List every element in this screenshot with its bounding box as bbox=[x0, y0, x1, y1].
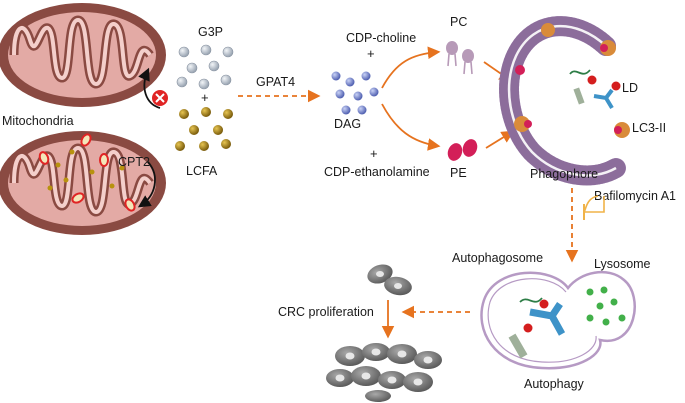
lcfa-molecules bbox=[175, 107, 233, 151]
cdp-choline-label: CDP-choline bbox=[346, 31, 416, 45]
lipid-droplet bbox=[611, 81, 621, 91]
crc-proliferation-label: CRC proliferation bbox=[278, 305, 374, 319]
pc-lipids bbox=[446, 41, 474, 75]
dag-label: DAG bbox=[334, 117, 361, 131]
plus-sign: + bbox=[201, 90, 209, 105]
curved-arrow-into-mitochondria bbox=[138, 67, 161, 109]
g3p-label: G3P bbox=[198, 25, 223, 39]
lysosome-label: Lysosome bbox=[594, 257, 651, 271]
lcfa-label: LCFA bbox=[186, 164, 218, 178]
arrow-to-pc bbox=[381, 46, 441, 89]
mitochondrion-bottom bbox=[0, 131, 166, 235]
inhibition-bar-icon bbox=[583, 195, 605, 220]
dag-molecules bbox=[331, 71, 379, 115]
arrow-pe-to-phagophore bbox=[485, 130, 515, 149]
pc-label: PC bbox=[450, 15, 467, 29]
many-cancer-cells bbox=[326, 343, 442, 402]
autolysosome bbox=[480, 271, 636, 370]
phagophore-label: Phagophore bbox=[530, 167, 598, 181]
plus-ethanolamine: + bbox=[370, 146, 378, 161]
pe-label: PE bbox=[450, 166, 467, 180]
autophagy-label: Autophagy bbox=[524, 377, 585, 391]
few-cancer-cells bbox=[367, 264, 412, 296]
g3p-molecules bbox=[176, 44, 234, 90]
bafilomycin-label: Bafilomycin A1 bbox=[594, 189, 676, 203]
arrow-to-pe bbox=[381, 103, 441, 151]
phagophore-cargo bbox=[569, 69, 621, 110]
mitochondria-label: Mitochondria bbox=[2, 114, 74, 128]
pe-lipids bbox=[447, 139, 478, 161]
gpat4-label: GPAT4 bbox=[256, 75, 295, 89]
cpt2-label: CPT2 bbox=[118, 155, 150, 169]
lc3-ii-label: LC3-II bbox=[632, 121, 666, 135]
curved-arrow-into-matrix bbox=[137, 161, 156, 208]
inhibit-x-icon bbox=[152, 90, 168, 106]
autophagosome-label: Autophagosome bbox=[452, 251, 543, 265]
phagophore-membrane bbox=[499, 16, 626, 186]
mitochondrion-top bbox=[0, 3, 166, 107]
ld-label: LD bbox=[622, 81, 638, 95]
plus-choline: + bbox=[367, 46, 375, 61]
lc3-ii-proteins bbox=[514, 23, 630, 138]
cdp-ethanolamine-label: CDP-ethanolamine bbox=[324, 165, 430, 179]
